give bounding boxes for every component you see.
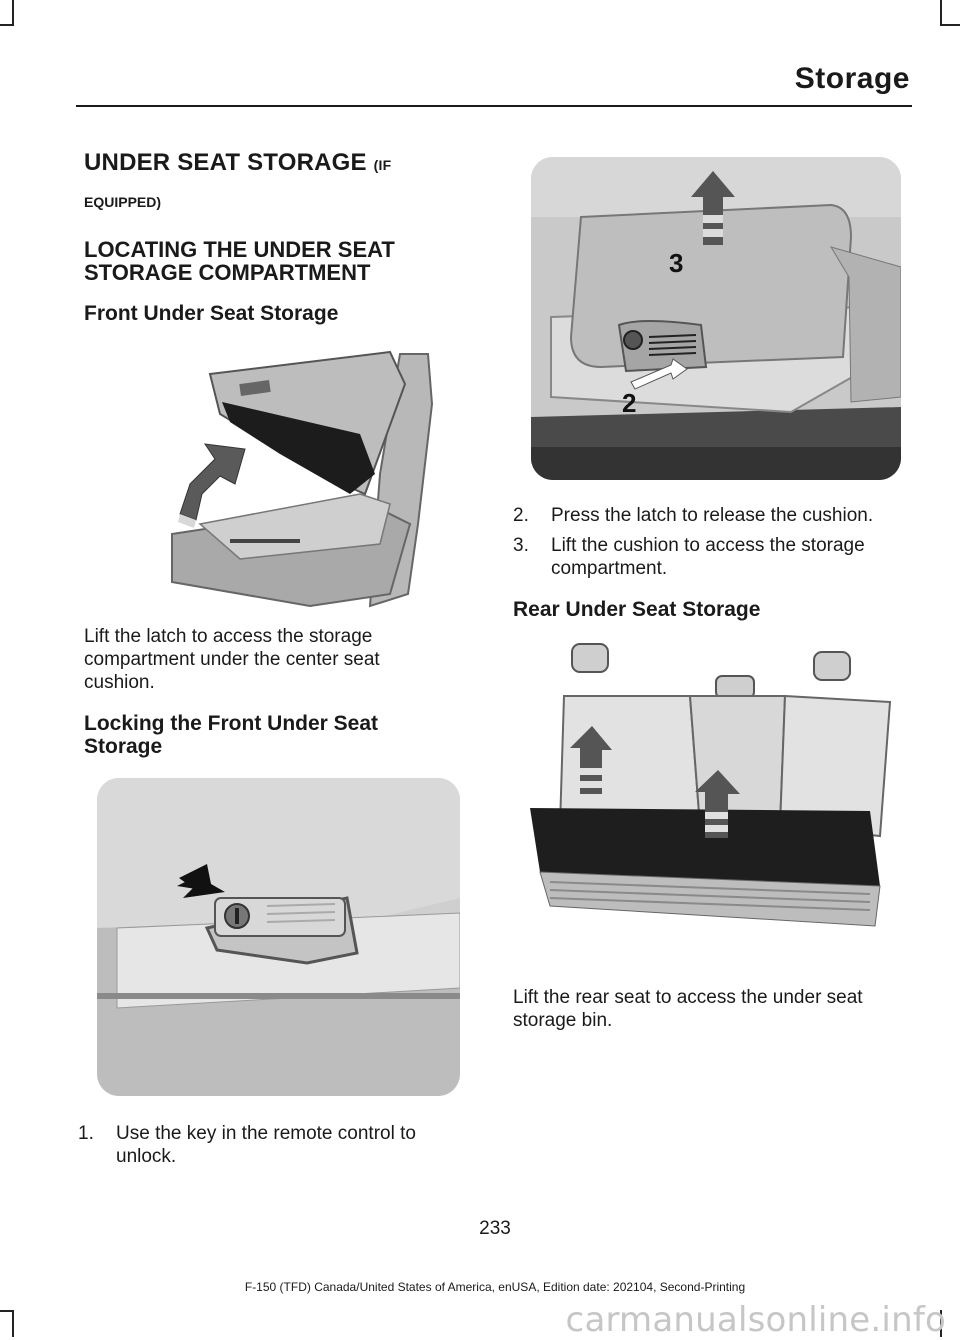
right-column-bottom: Lift the rear seat to access the under s… [513, 986, 913, 1032]
cushion-release-illustration: 3 2 [531, 157, 901, 480]
step-2-text: Press the latch to release the cushion. [551, 505, 874, 526]
rear-storage-text: Lift the rear seat to access the under s… [513, 987, 863, 1031]
step-2: 2. Press the latch to release the cushio… [513, 504, 913, 527]
section-title-suffix: EQUIPPED) [84, 194, 162, 210]
page-number: 233 [479, 1218, 511, 1239]
rear-storage-heading: Rear Under Seat Storage [513, 598, 761, 621]
front-storage-heading: Front Under Seat Storage [84, 302, 339, 325]
crop-mark [940, 1310, 942, 1337]
crop-mark [12, 1310, 14, 1337]
step-1-text: Use the key in the remote control to unl… [116, 1123, 416, 1167]
step-3-text: Lift the cushion to access the storage c… [551, 535, 865, 579]
step-1: 1. Use the key in the remote control to … [78, 1122, 458, 1168]
front-storage-illustration [160, 344, 460, 614]
step-3-number: 3. [513, 535, 529, 556]
page-footer: F-150 (TFD) Canada/United States of Amer… [244, 1280, 746, 1294]
step-2-number: 2. [513, 505, 529, 526]
left-column-bottom: 1. Use the key in the remote control to … [78, 1122, 458, 1168]
callout-2: 2 [622, 388, 637, 418]
front-storage-text: Lift the latch to access the storage com… [84, 626, 380, 693]
left-column: UNDER SEAT STORAGE (IF EQUIPPED) LOCATIN… [84, 149, 464, 326]
step-1-number: 1. [78, 1123, 94, 1144]
watermark: carmanualsonline.info [565, 1300, 946, 1340]
callout-3: 3 [669, 248, 684, 278]
page-header-title: Storage [794, 62, 910, 95]
locking-illustration [97, 778, 460, 1096]
crop-mark [12, 0, 14, 26]
right-column-middle: 2. Press the latch to release the cushio… [513, 504, 913, 621]
rear-storage-illustration [530, 636, 900, 966]
header-rule [76, 105, 912, 107]
crop-mark [940, 24, 960, 26]
step-3: 3. Lift the cushion to access the storag… [513, 534, 913, 580]
locking-heading: Locking the Front Under Seat Storage [84, 712, 379, 758]
crop-mark [0, 24, 14, 26]
crop-mark [940, 0, 942, 26]
crop-mark [0, 1310, 14, 1312]
left-column-middle: Lift the latch to access the storage com… [84, 625, 454, 758]
subsection-title: LOCATING THE UNDER SEAT STORAGE COMPARTM… [84, 237, 395, 285]
section-title: UNDER SEAT STORAGE (IF [84, 149, 392, 176]
